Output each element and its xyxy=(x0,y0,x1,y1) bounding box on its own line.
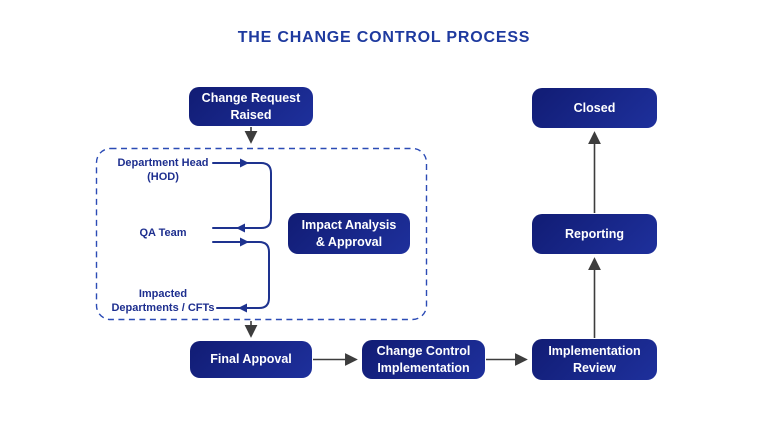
arrowhead-depthead-out-icon xyxy=(240,158,249,168)
node-reporting: Reporting xyxy=(532,214,657,254)
actor-impacted-departments: Impacted Departments / CFTs xyxy=(111,288,215,314)
actor-qa-team: QA Team xyxy=(139,227,187,239)
arrowhead-qateam-in-icon xyxy=(236,223,245,233)
node-change-request-raised: Change Request Raised xyxy=(189,87,313,126)
node-closed: Closed xyxy=(532,88,657,128)
diagram-title: THE CHANGE CONTROL PROCESS xyxy=(237,29,531,46)
node-impact-analysis-approval: Impact Analysis & Approval xyxy=(288,213,410,254)
arrowhead-qateam-out-icon xyxy=(240,237,249,247)
connector-depthead-to-qateam xyxy=(212,162,272,229)
review-loop-dashed-boundary xyxy=(95,147,428,321)
node-final-approval: Final Appoval xyxy=(190,341,312,378)
node-implementation-review: Implementation Review xyxy=(532,339,657,380)
arrowhead-impacted-in-icon xyxy=(238,303,247,313)
node-change-control-implementation: Change Control Implementation xyxy=(362,340,485,379)
connector-qateam-to-impacted xyxy=(212,241,270,309)
actor-department-head: Department Head (HOD) xyxy=(117,157,209,183)
